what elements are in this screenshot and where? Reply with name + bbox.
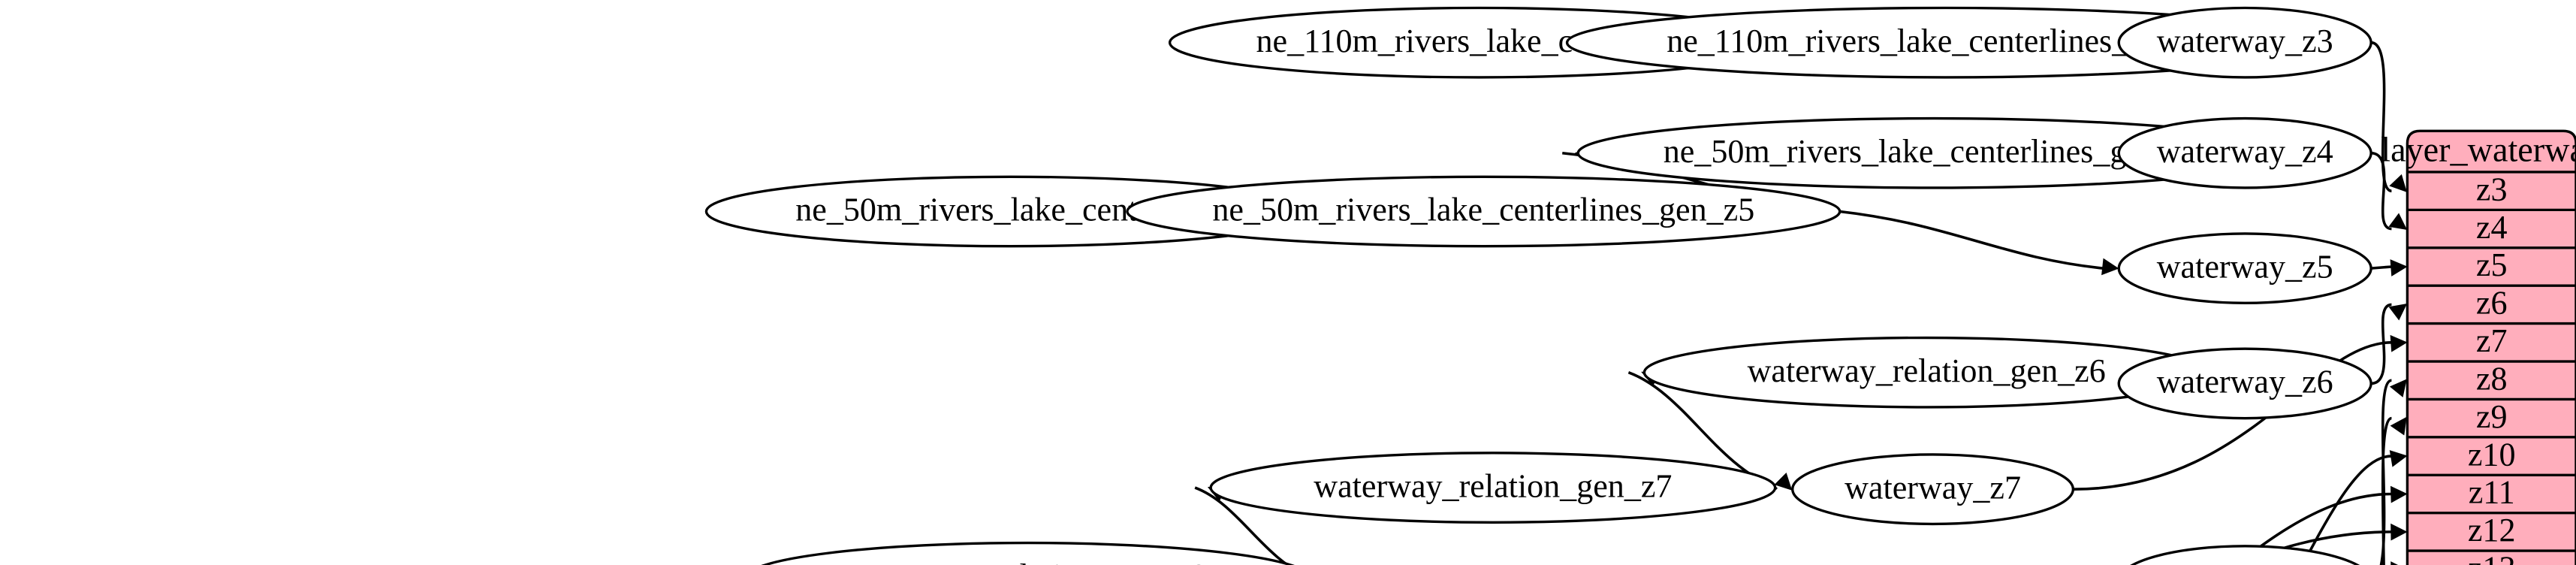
- graph-edge: [2234, 485, 2408, 565]
- graph-edge: [2370, 41, 2407, 192]
- node-ellipse: [1791, 453, 2075, 526]
- graph-edge: [2300, 450, 2408, 565]
- node-ellipse: [761, 541, 1295, 565]
- graph-node-ne_50m_rivers_lake_centerlines_gen_z5[interactable]: ne_50m_rivers_lake_centerlines_gen_z5: [1126, 175, 1842, 248]
- edge-line: [2370, 41, 2393, 192]
- graph-edge: [2390, 561, 2399, 565]
- node-ellipse: [1126, 175, 1842, 248]
- record-node-layer: layer_waterwayz3z4z5z6z7z8z9z10z11z12z13…: [2381, 129, 2576, 565]
- graph-edge: [2370, 259, 2408, 276]
- edge-line: [2381, 416, 2393, 565]
- graph-node-waterway_z3[interactable]: waterway_z3: [2117, 6, 2372, 79]
- edge-line: [2370, 151, 2392, 231]
- edge-arrowhead: [2390, 561, 2399, 565]
- node-ellipse: [2117, 116, 2372, 189]
- graph-node-waterway_z7[interactable]: waterway_z7: [1791, 453, 2075, 526]
- graph-edge: [2370, 151, 2408, 231]
- edge-line: [2370, 265, 2392, 270]
- edge-arrowhead: [2389, 174, 2407, 192]
- edge-arrowhead: [2390, 523, 2408, 541]
- edge-arrowhead: [1774, 473, 1793, 491]
- node-ellipse: [2130, 545, 2360, 565]
- record-node-layer-waterway[interactable]: layer_waterwayz3z4z5z6z7z8z9z10z11z12z13…: [2381, 129, 2576, 565]
- edge-arrowhead: [2389, 450, 2408, 467]
- node-ellipse: [2117, 347, 2372, 420]
- edge-line: [2300, 455, 2392, 565]
- node-ellipse: [2117, 232, 2372, 304]
- edge-arrowhead: [2390, 334, 2408, 352]
- edge-arrowhead: [2388, 304, 2408, 321]
- edge-arrowhead: [2390, 485, 2408, 503]
- graph-edge: [1839, 210, 2119, 276]
- graph-node-waterway_z5[interactable]: waterway_z5: [2117, 232, 2372, 304]
- graph-node-waterway_relation_gen_z7[interactable]: waterway_relation_gen_z7: [1209, 452, 1777, 524]
- record-body: [2406, 129, 2576, 565]
- graph-node-waterway_relation_gen_z8[interactable]: waterway_relation_gen_z8: [746, 541, 1310, 565]
- edge-arrowhead: [2388, 213, 2408, 230]
- edge-line: [2379, 379, 2393, 565]
- node-ellipse: [2117, 6, 2372, 79]
- edge-arrowhead: [2389, 379, 2407, 397]
- edge-line: [1194, 486, 1290, 565]
- graph-edge: [2379, 379, 2407, 565]
- edge-arrowhead: [2390, 416, 2407, 436]
- edge-arrowhead: [2101, 258, 2119, 276]
- edge-line: [2234, 492, 2392, 565]
- nodes-layer: imposm3osm_waterway_relationosm_waterway…: [704, 6, 2372, 565]
- edge-line: [1839, 210, 2104, 270]
- graph-edge: [2381, 416, 2407, 565]
- graph-node-waterway_z6[interactable]: waterway_z6: [2117, 347, 2372, 420]
- node-ellipse: [1209, 452, 1777, 524]
- graph-edge: [1774, 473, 1793, 491]
- graph-node-waterway_z4[interactable]: waterway_z4: [2117, 116, 2372, 189]
- graph-node-waterway_z8[interactable]: waterway_z8: [2119, 545, 2371, 565]
- edge-arrowhead: [2390, 259, 2408, 276]
